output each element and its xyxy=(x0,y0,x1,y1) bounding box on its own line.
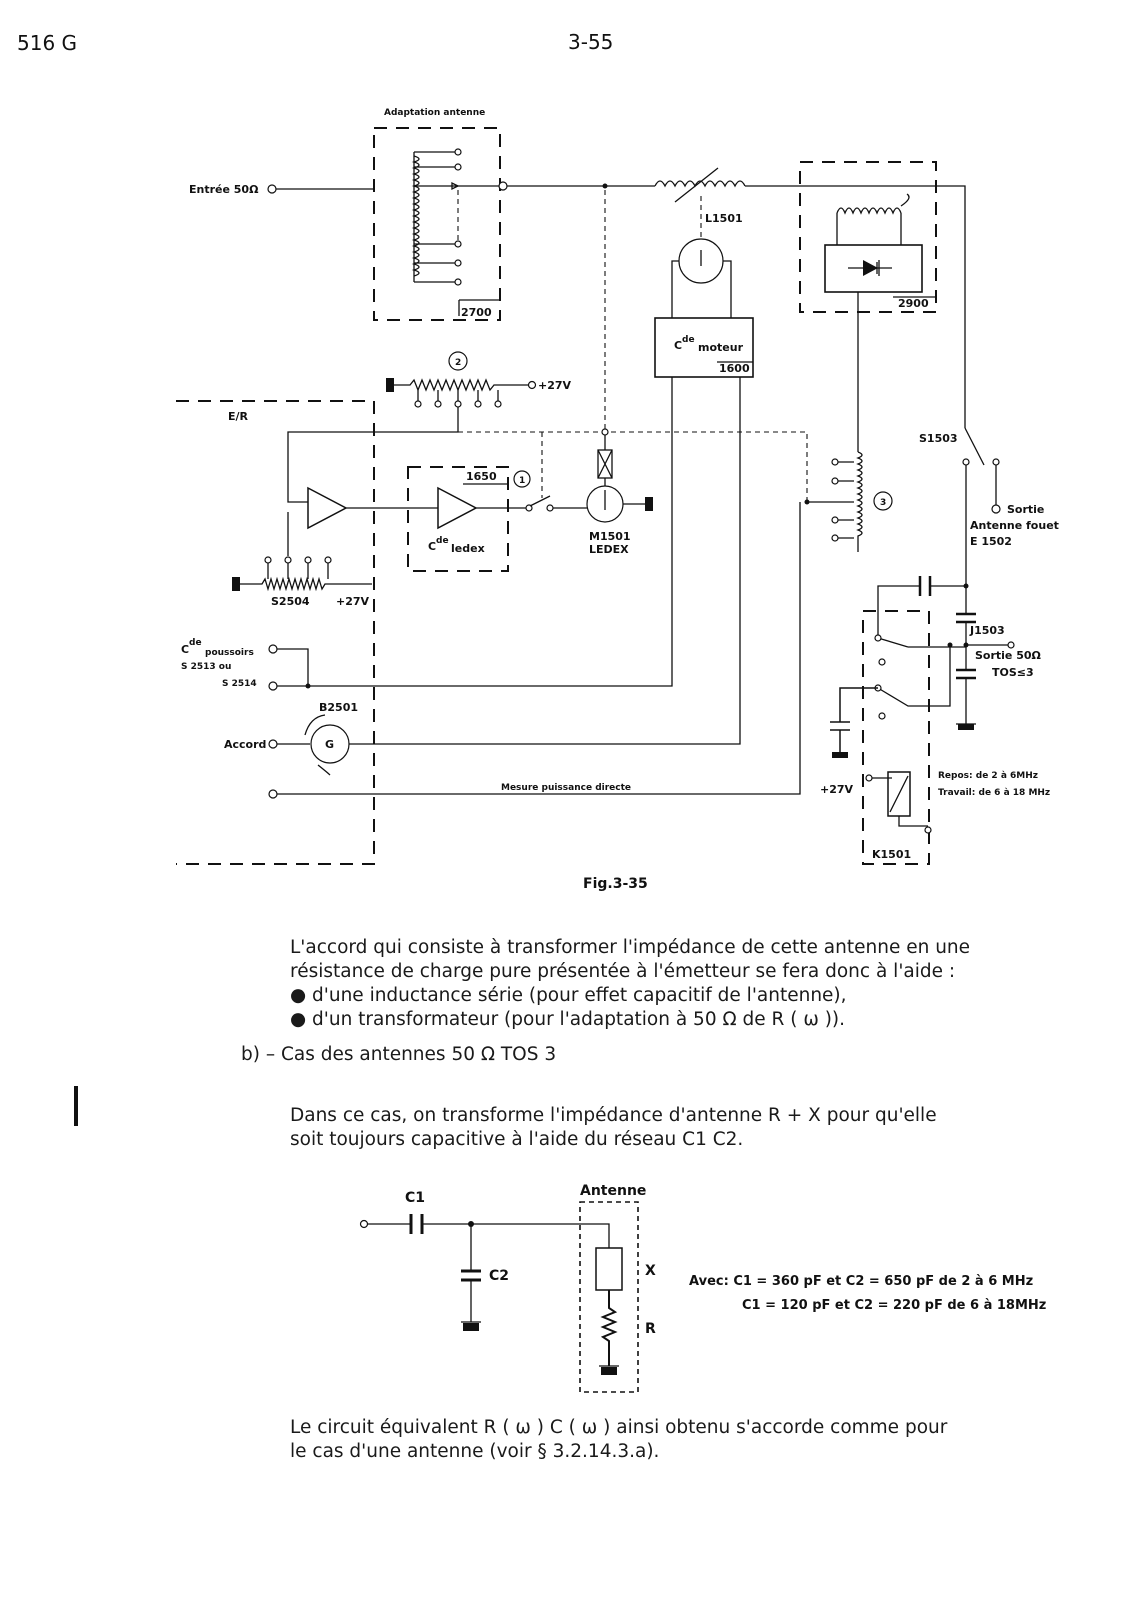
box-1600-label: 1600 xyxy=(719,362,750,375)
er-label: E/R xyxy=(228,410,249,423)
paragraph-line: résistance de charge pure présentée à l'… xyxy=(290,961,956,982)
adaptation-antenne-label: Adaptation antenne xyxy=(384,108,485,118)
r-label: R xyxy=(645,1321,656,1337)
box-1650-label: 1650 xyxy=(466,470,497,483)
circle-1-label: 1 xyxy=(519,476,525,486)
plus27-s2504-label: +27V xyxy=(336,595,370,608)
circle-3-label: 3 xyxy=(880,498,886,508)
margin-change-bar xyxy=(74,1086,78,1126)
cde-ledex-label: ledex xyxy=(451,542,485,555)
antenne-fouet-label: Antenne fouet xyxy=(970,519,1059,532)
accord-label: Accord xyxy=(224,738,266,751)
b2501-label: B2501 xyxy=(319,701,358,714)
paragraph-line: ● d'un transformateur (pour l'adaptation… xyxy=(290,1009,846,1030)
k1501-label: K1501 xyxy=(872,848,911,861)
poussoirs-c: C xyxy=(181,643,189,656)
circle-2-label: 2 xyxy=(455,358,461,368)
x-label: X xyxy=(645,1263,656,1279)
repos-label: Repos: de 2 à 6MHz xyxy=(938,771,1038,781)
document-id: 516 G xyxy=(17,31,78,55)
tos-label: TOS≤3 xyxy=(992,666,1034,679)
svg-text:de: de xyxy=(436,536,449,546)
paragraph-line: ● d'une inductance série (pour effet cap… xyxy=(290,985,847,1006)
page-number: 3-55 xyxy=(568,30,614,54)
transformer-coil xyxy=(411,148,462,286)
paragraph-line: le cas d'une antenne (voir § 3.2.14.3.a)… xyxy=(290,1441,660,1462)
figure-caption: Fig.3-35 xyxy=(583,876,648,892)
s2504-label: S2504 xyxy=(271,595,310,608)
s2513-label: S 2513 ou xyxy=(181,662,231,672)
antenne-box xyxy=(579,1201,639,1393)
paragraph-line: Dans ce cas, on transforme l'impédance d… xyxy=(290,1105,937,1126)
schematic-c1-c2: C1 C2 Antenne X R xyxy=(359,1183,656,1393)
box-er xyxy=(176,400,375,865)
cde-moteur-c: C xyxy=(674,339,682,352)
j1503-label: J1503 xyxy=(969,624,1005,637)
cde-moteur-label: moteur xyxy=(698,341,744,354)
avec-line-1: Avec: C1 = 360 pF et C2 = 650 pF de 2 à … xyxy=(689,1274,1034,1289)
poussoirs-label: poussoirs xyxy=(205,648,254,658)
box-2900 xyxy=(799,161,937,313)
svg-text:de: de xyxy=(682,335,695,345)
box-2900-label: 2900 xyxy=(898,297,929,310)
plus27-relay-label: +27V xyxy=(820,783,854,796)
schematic-fig-3-35: Adaptation antenne 2700 Entrée 50Ω L1501… xyxy=(176,108,1059,892)
paragraph-section-b: Dans ce cas, on transforme l'impédance d… xyxy=(290,1104,937,1152)
generator-g-label: G xyxy=(325,738,334,751)
paragraph-accord: L'accord qui consiste à transformer l'im… xyxy=(290,936,970,1032)
ledex-label: LEDEX xyxy=(589,543,629,556)
cde-ledex-c: C xyxy=(428,540,436,553)
svg-text:de: de xyxy=(189,638,202,648)
box-k1501 xyxy=(862,610,930,865)
box-2700 xyxy=(373,127,501,321)
box-1650 xyxy=(407,466,509,572)
m1501-label: M1501 xyxy=(589,530,631,543)
section-b-heading: b) – Cas des antennes 50 Ω TOS 3 xyxy=(241,1044,557,1065)
s1503-label: S1503 xyxy=(919,432,958,445)
plus27-top-label: +27V xyxy=(538,379,572,392)
e1502-label: E 1502 xyxy=(970,535,1012,548)
paragraph-equivalent: Le circuit équivalent R ( ω ) C ( ω ) ai… xyxy=(290,1416,947,1464)
s2514-label: S 2514 xyxy=(222,679,257,689)
c1-label: C1 xyxy=(405,1190,425,1206)
sortie50-label: Sortie 50Ω xyxy=(975,649,1042,662)
mesure-label: Mesure puissance directe xyxy=(501,783,631,793)
sortie-fouet-label: Sortie xyxy=(1007,503,1044,516)
antenne-label: Antenne xyxy=(580,1183,646,1199)
c2-label: C2 xyxy=(489,1268,509,1284)
entree-label: Entrée 50Ω xyxy=(189,183,259,196)
l1501-label: L1501 xyxy=(705,212,743,225)
paragraph-line: L'accord qui consiste à transformer l'im… xyxy=(290,937,971,958)
box-2700-label: 2700 xyxy=(461,306,492,319)
travail-label: Travail: de 6 à 18 MHz xyxy=(938,788,1050,798)
avec-line-2: C1 = 120 pF et C2 = 220 pF de 6 à 18MHz xyxy=(742,1298,1047,1313)
paragraph-line: soit toujours capacitive à l'aide du rés… xyxy=(290,1129,744,1150)
paragraph-line: Le circuit équivalent R ( ω ) C ( ω ) ai… xyxy=(290,1417,948,1438)
coil-l1501 xyxy=(654,180,746,188)
